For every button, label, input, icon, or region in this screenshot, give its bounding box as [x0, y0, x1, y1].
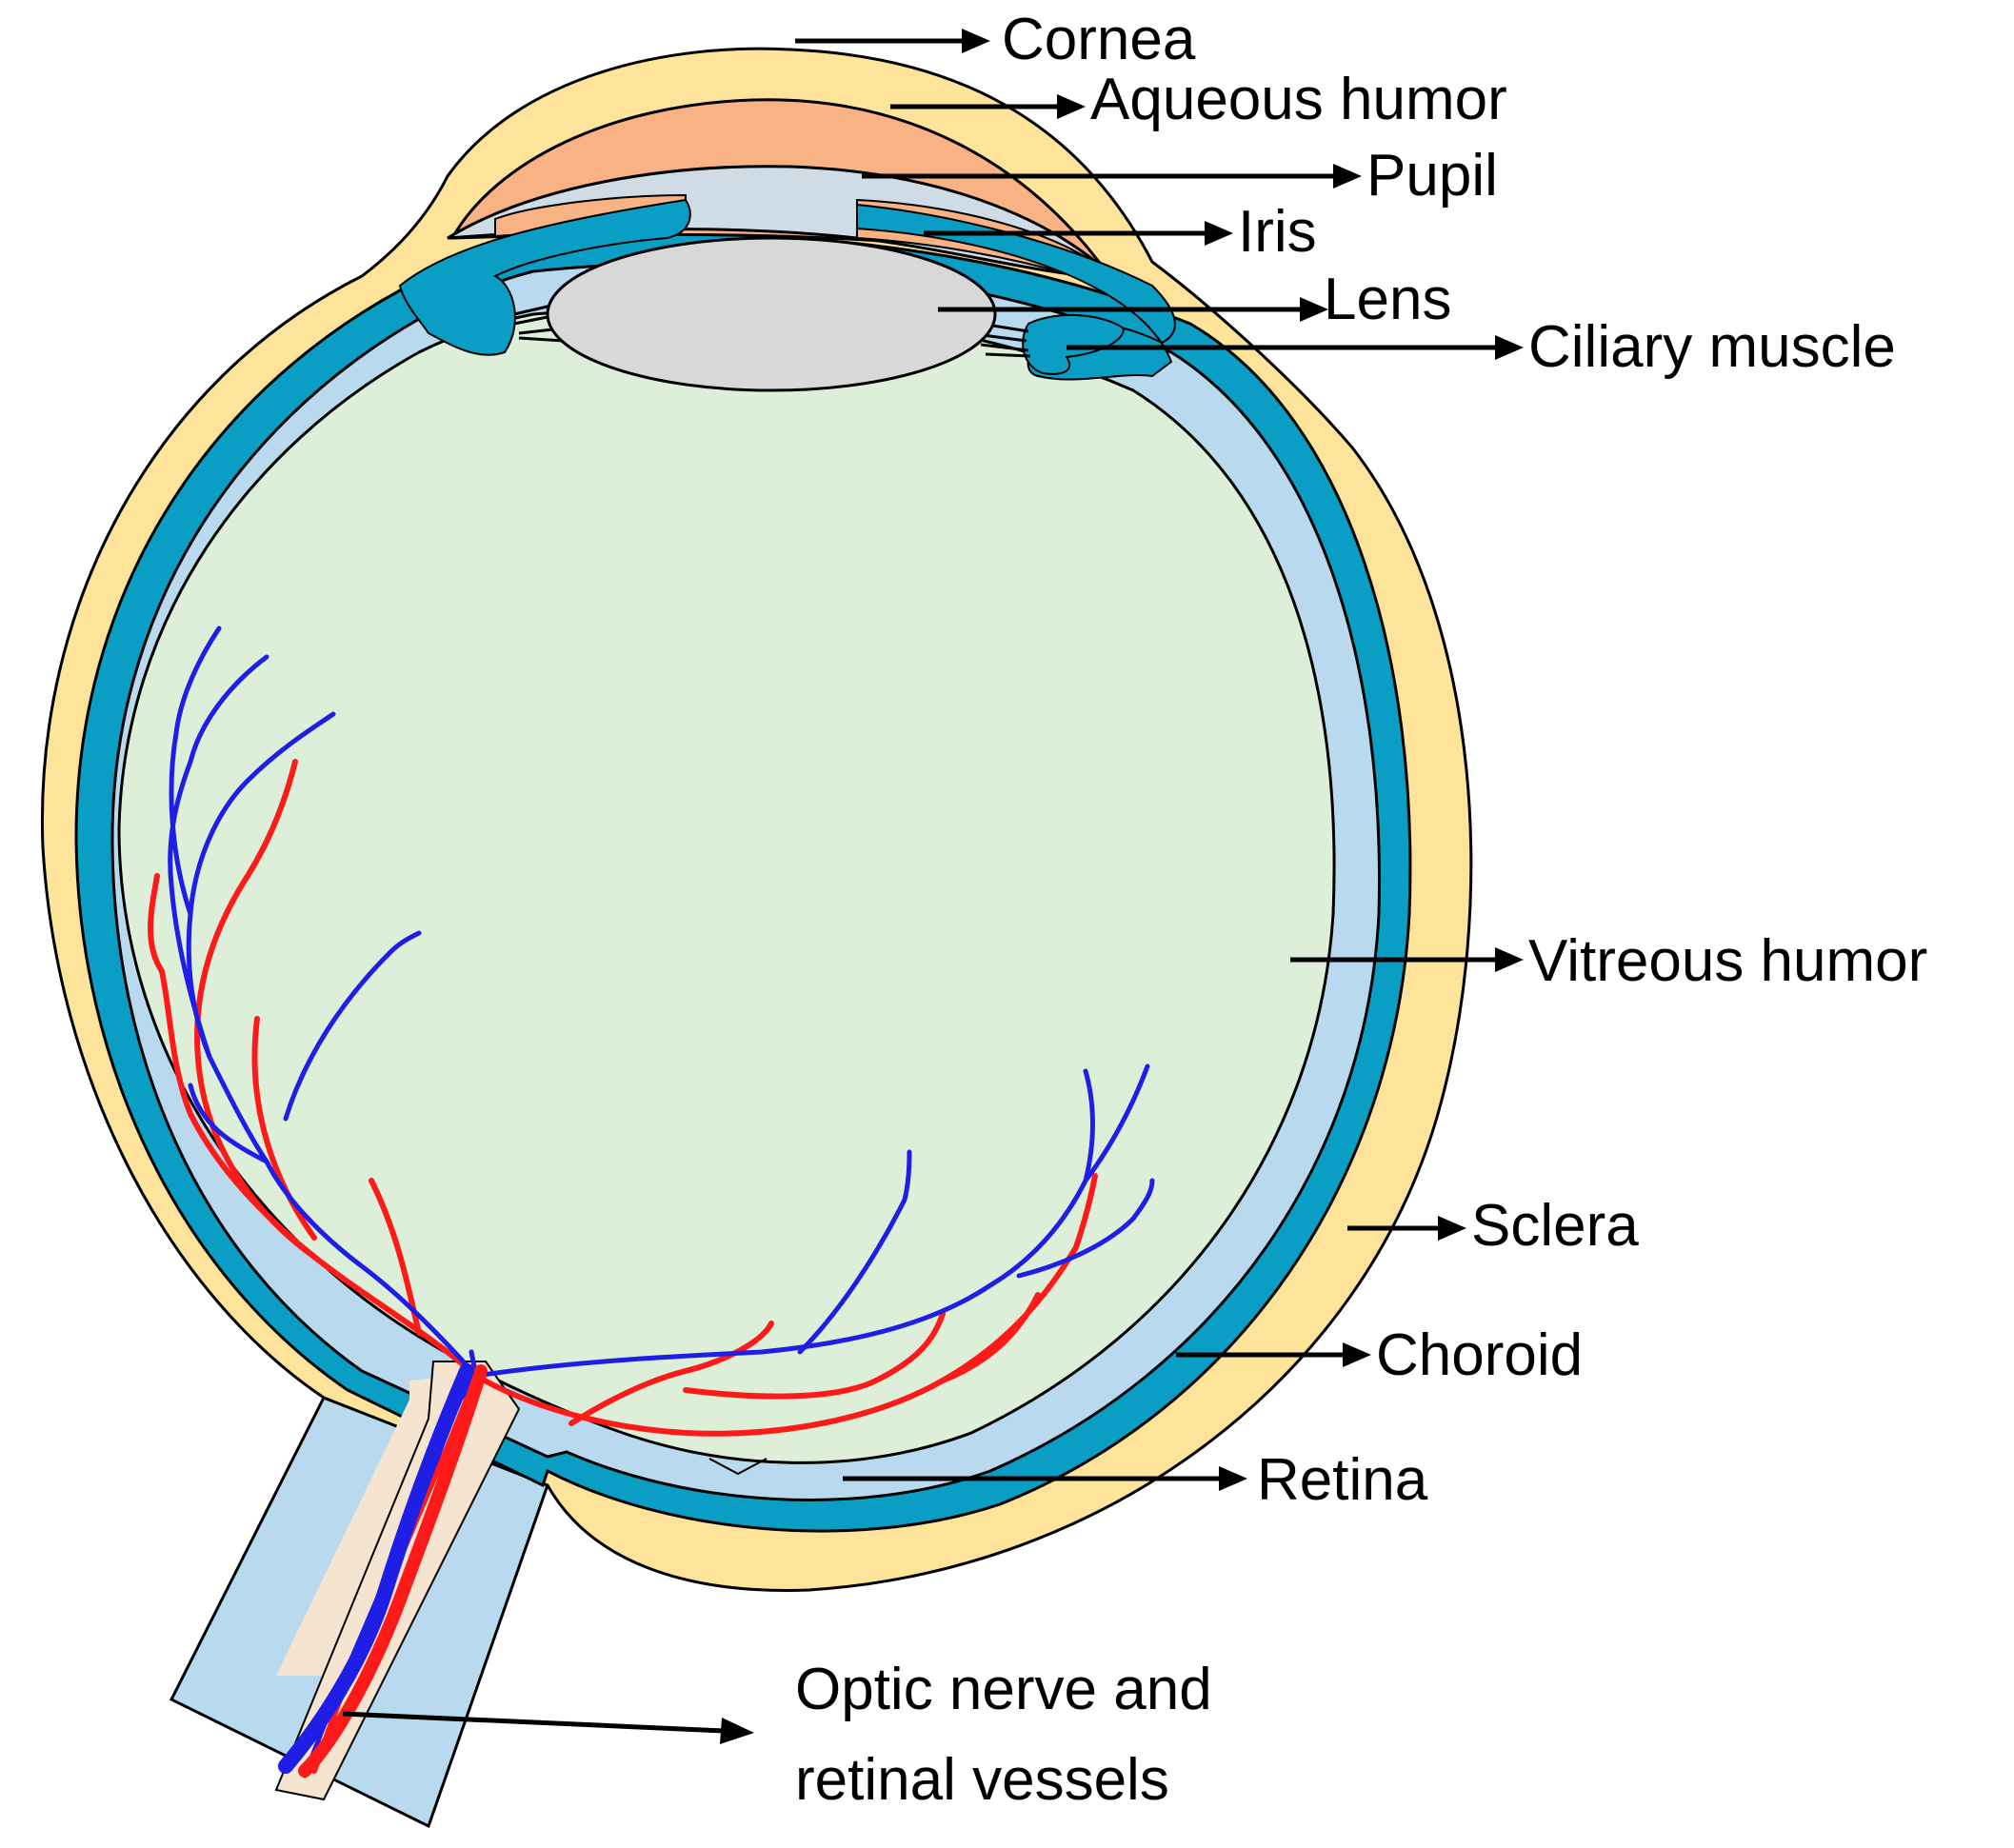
central-retinal-artery [298, 1364, 488, 1778]
label-arrows [342, 29, 1524, 1744]
label-cornea: Cornea [1002, 7, 1196, 72]
vitreous-body [117, 306, 1336, 1464]
ciliary-muscle-right [1022, 314, 1126, 375]
label-lens: Lens [1324, 267, 1451, 332]
label-vitreous-humor: Vitreous humor [1528, 928, 1927, 994]
central-retinal-vein [278, 1363, 474, 1774]
label-retina: Retina [1257, 1447, 1428, 1513]
label-aqueous-humor: Aqueous humor [1090, 67, 1507, 132]
label-pupil: Pupil [1366, 143, 1498, 209]
ciliary-body-left [398, 198, 691, 356]
fovea [708, 1458, 768, 1476]
lens [546, 236, 997, 392]
zonular-fibers-right [980, 322, 1031, 358]
label-iris: Iris [1238, 199, 1317, 265]
label-choroid: Choroid [1376, 1322, 1583, 1388]
retinal-arteries [148, 759, 1098, 1774]
label-sclera: Sclera [1471, 1193, 1639, 1259]
label-ciliary-muscle: Ciliary muscle [1528, 314, 1896, 380]
label-optic-nerve-line2: retinal vessels [795, 1747, 1169, 1813]
label-optic-nerve-line1: Optic nerve and [795, 1657, 1212, 1722]
